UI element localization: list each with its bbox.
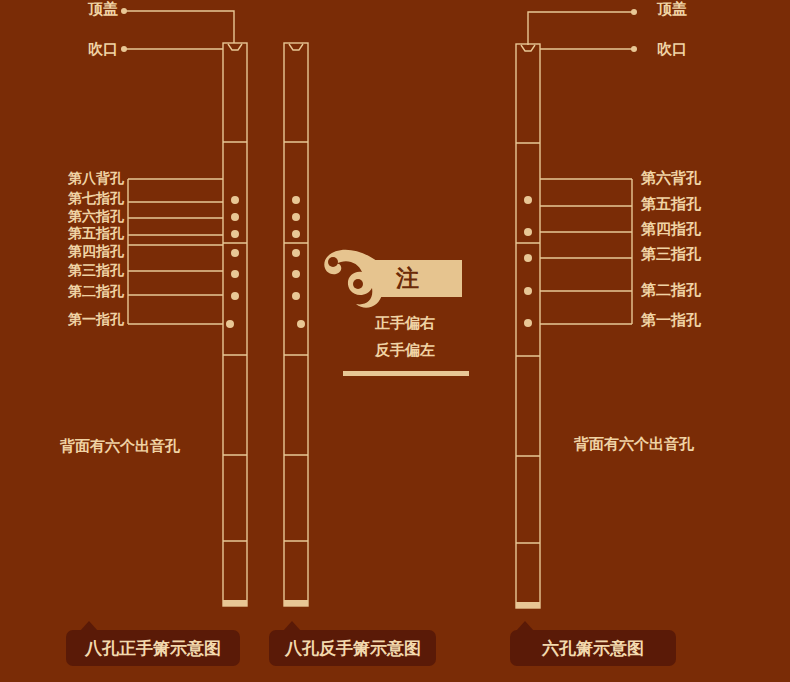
note-text: 反手偏左 [375,342,435,359]
hole-label: 第一指孔 [641,312,701,329]
hole-label: 第二指孔 [68,283,124,300]
note-banner: 注 [374,260,462,297]
leader-line [128,179,223,324]
hole-label: 第三指孔 [641,246,701,263]
hole-label: 第五指孔 [68,225,124,242]
hole-label: 第四指孔 [68,243,124,260]
leader-line [124,11,234,49]
hole-label: 第一指孔 [68,311,124,328]
hole-label: 第五指孔 [641,196,701,213]
flute-joints [223,142,247,541]
flute-body [516,44,540,608]
leader-dot [631,9,637,15]
flute-joints [284,142,308,541]
flute-end [284,600,308,606]
part-label: 吹口 [657,41,687,58]
mouthpiece-notch [289,44,303,50]
divider-bar [343,371,469,376]
flute-body [223,43,247,606]
flute-joints [516,143,540,543]
leader-line [540,179,632,324]
leader-dot [121,46,127,52]
mouthpiece-notch [228,44,242,50]
mouthpiece-notch [521,45,535,51]
part-label: 顶盖 [657,1,687,18]
note-text: 正手偏右 [375,315,435,332]
hole-label: 第八背孔 [68,170,124,187]
caption-text: 八孔反手箫示意图 [277,638,428,658]
caption-tab: 八孔反手箫示意图 [269,630,436,666]
caption-text: 六孔箫示意图 [518,638,668,658]
leader-line [528,12,634,49]
leader-dot [631,46,637,52]
caption-tab: 六孔箫示意图 [510,630,676,666]
note-text: 背面有六个出音孔 [574,436,694,453]
flute-end [223,600,247,606]
hole-label: 第七指孔 [68,190,124,207]
finger-holes [226,196,532,328]
hole-label: 第三指孔 [68,262,124,279]
note-text: 背面有六个出音孔 [60,438,180,455]
hole-label: 第四指孔 [641,221,701,238]
hole-label: 第二指孔 [641,282,701,299]
caption-text: 八孔正手箫示意图 [74,638,232,658]
note-heading: 注 [396,265,452,292]
part-label: 顶盖 [88,1,118,18]
leader-dot [121,8,127,14]
hole-label: 第六指孔 [68,208,124,225]
flute-body [284,43,308,606]
part-label: 吹口 [88,41,118,58]
flute-end [516,602,540,608]
hole-label: 第六背孔 [641,170,701,187]
caption-tab: 八孔正手箫示意图 [66,630,240,666]
